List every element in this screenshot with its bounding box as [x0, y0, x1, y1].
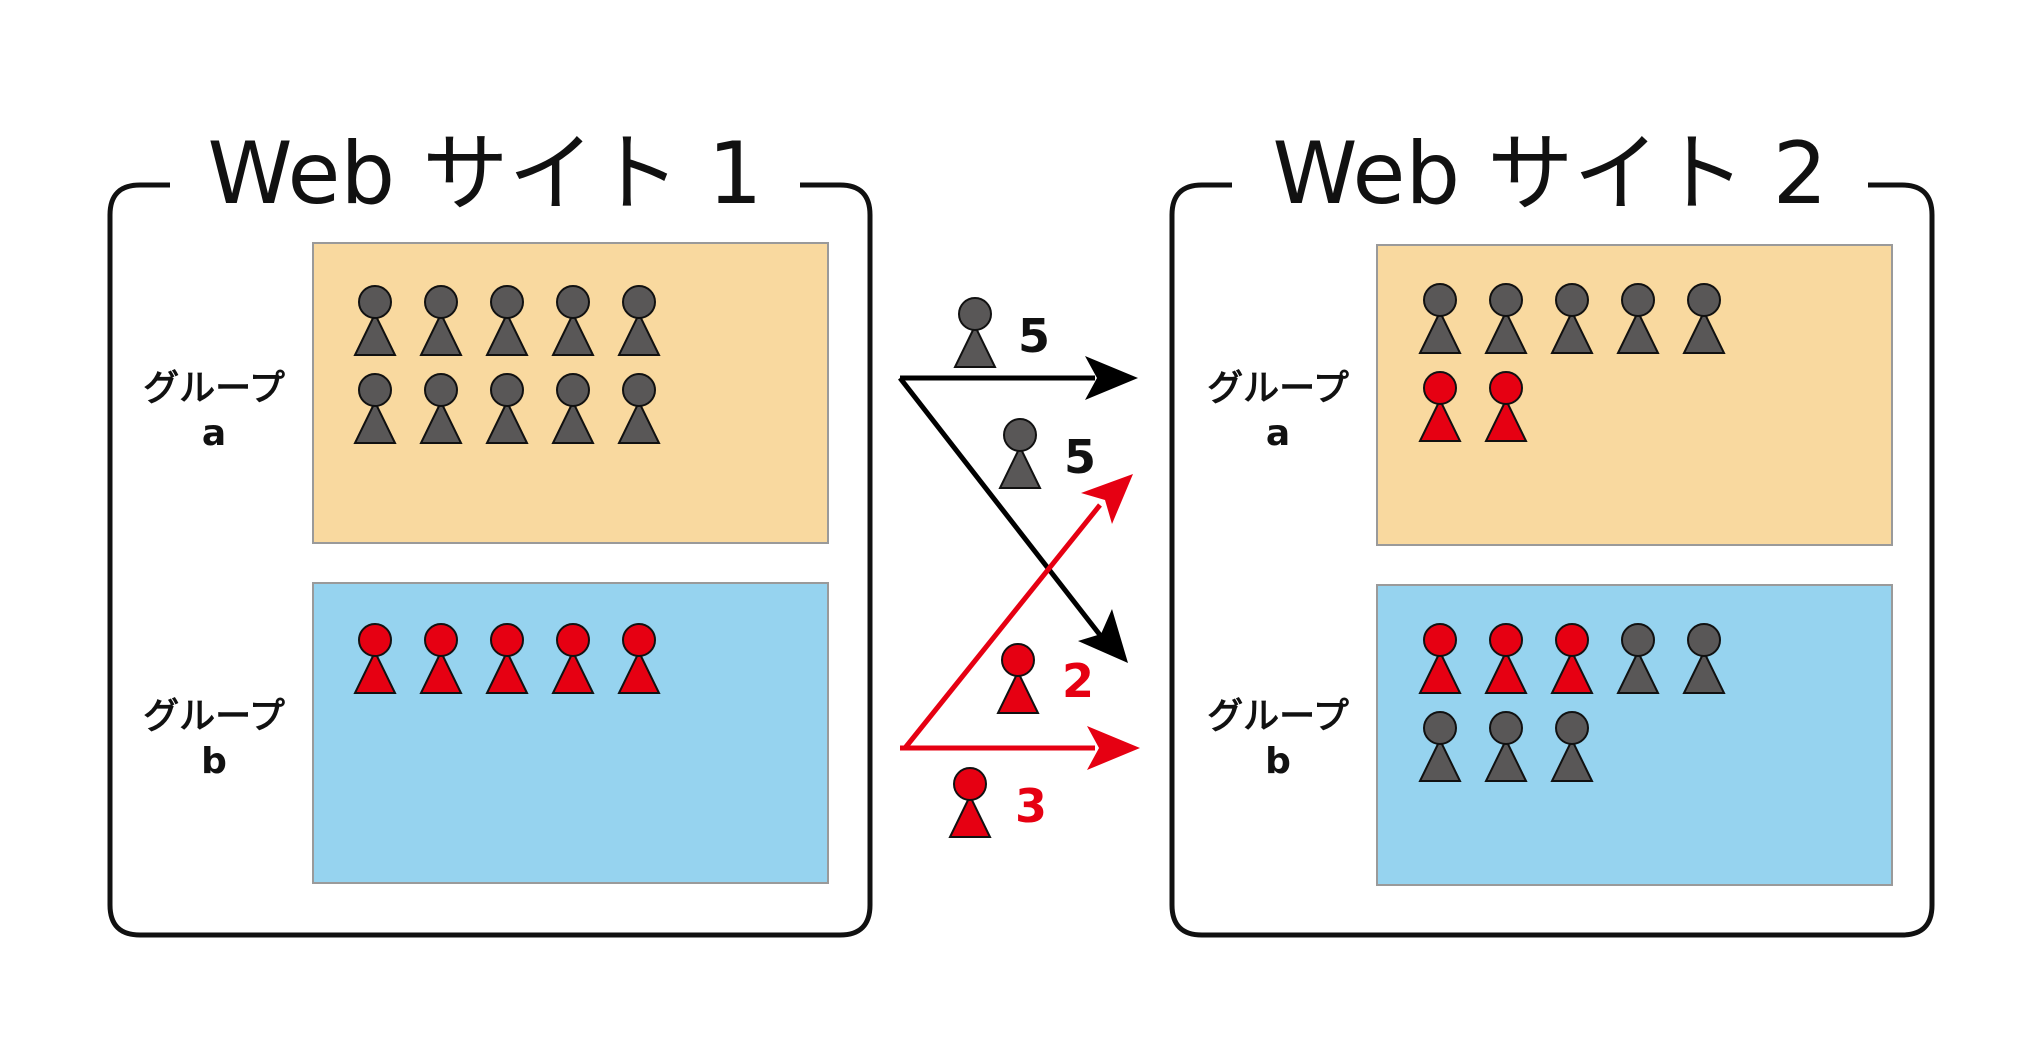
- site-1-group-a-people: [353, 285, 661, 444]
- site-1-group-b-people: [353, 623, 661, 694]
- site-1-group-b-label: グループ: [143, 696, 285, 737]
- person-icon: [1550, 711, 1594, 782]
- flow-arrowhead-b-to-b: [1087, 726, 1140, 770]
- flow-person-icon: [998, 418, 1042, 489]
- site-1: Web サイト 1 グループ a グループ b: [107, 124, 873, 938]
- flow-person-icon: [996, 643, 1040, 714]
- flow-count-a-to-b: 5: [1064, 430, 1096, 484]
- person-icon: [1682, 283, 1726, 354]
- person-icon: [1550, 283, 1594, 354]
- site-2-group-b-people: [1418, 623, 1726, 782]
- site-2-group-a-people: [1418, 283, 1726, 442]
- person-icon: [617, 285, 661, 356]
- site-2-group-a-label: グループ: [1207, 368, 1349, 409]
- person-icon: [617, 373, 661, 444]
- flow-count-a-to-a: 5: [1018, 309, 1050, 363]
- site-2-title: Web サイト 2: [1273, 124, 1828, 224]
- site-1-group-a-label: グループ: [143, 368, 285, 409]
- person-icon: [551, 373, 595, 444]
- site-2-group-b-sub: b: [1265, 741, 1291, 782]
- flow-arrowhead-a-to-a: [1085, 356, 1138, 400]
- person-icon: [1418, 283, 1462, 354]
- site-2-frame: [1169, 182, 1935, 938]
- person-icon: [1484, 711, 1528, 782]
- person-icon: [353, 373, 397, 444]
- person-icon: [485, 373, 529, 444]
- person-icon: [551, 623, 595, 694]
- site-1-frame: [107, 182, 873, 938]
- site-1-group-a-sub: a: [202, 413, 226, 454]
- site-1-group-b-sub: b: [201, 741, 227, 782]
- flow-arrowhead-a-to-b: [1078, 609, 1128, 663]
- flows: 5 5 2 3: [898, 297, 1140, 838]
- site-2-group-b-label: グループ: [1207, 696, 1349, 737]
- site-2: Web サイト 2 グループ a グループ b: [1169, 124, 1935, 938]
- person-icon: [353, 623, 397, 694]
- flow-count-b-to-a: 2: [1062, 654, 1094, 708]
- person-icon: [1682, 623, 1726, 694]
- flow-count-b-to-b: 3: [1015, 779, 1047, 833]
- person-icon: [1418, 623, 1462, 694]
- flow-arrow-b-to-a: [903, 503, 1102, 750]
- person-icon: [1484, 623, 1528, 694]
- person-icon: [1616, 623, 1660, 694]
- person-icon: [1418, 371, 1462, 442]
- flow-person-icon: [948, 767, 992, 838]
- person-icon: [1418, 711, 1462, 782]
- person-icon: [485, 623, 529, 694]
- person-icon: [353, 285, 397, 356]
- site-1-title: Web サイト 1: [208, 124, 763, 224]
- flow-arrow-a-to-b: [898, 376, 1102, 637]
- flow-person-icons: [948, 297, 1042, 838]
- person-icon: [419, 285, 463, 356]
- site-2-group-a-sub: a: [1266, 413, 1290, 454]
- person-icon: [419, 623, 463, 694]
- person-icon: [1484, 371, 1528, 442]
- person-icon: [617, 623, 661, 694]
- flow-person-icon: [953, 297, 997, 368]
- flow-arrowhead-b-to-a: [1081, 474, 1133, 524]
- person-icon: [1616, 283, 1660, 354]
- person-icon: [419, 373, 463, 444]
- person-icon: [551, 285, 595, 356]
- person-icon: [1484, 283, 1528, 354]
- person-icon: [485, 285, 529, 356]
- person-icon: [1550, 623, 1594, 694]
